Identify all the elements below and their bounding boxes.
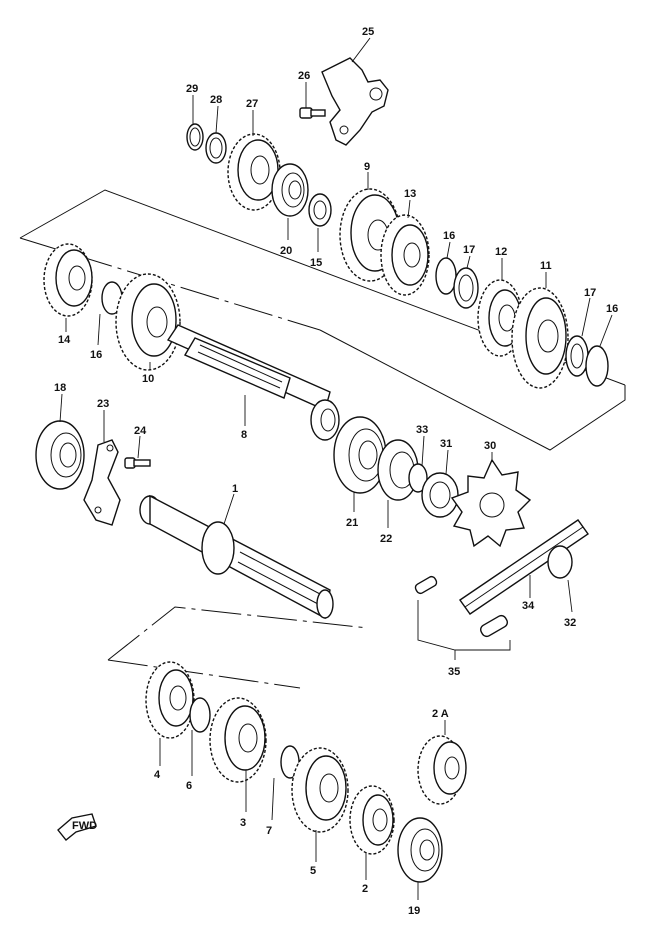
part-27-gear (227, 133, 281, 211)
part-34-drive-chain (459, 519, 589, 615)
part-25-bracket-plate (321, 57, 389, 146)
callout-32: 32 (564, 617, 576, 629)
callout-16-upper: 16 (443, 230, 455, 242)
callout-33: 33 (416, 424, 428, 436)
part-2-gear (349, 785, 395, 855)
callout-27: 27 (246, 98, 258, 110)
part-16-circlip-upper (435, 257, 457, 295)
part-20-bearing (271, 163, 309, 217)
callout-29: 29 (186, 83, 198, 95)
part-13-gear (380, 214, 430, 296)
callout-6: 6 (186, 780, 192, 792)
callout-labels: 29 28 27 26 25 9 13 20 15 16 17 12 11 17… (54, 26, 618, 917)
part-30-drive-sprocket (450, 458, 532, 548)
callout-28: 28 (210, 94, 222, 106)
callout-26: 26 (298, 70, 310, 82)
callout-34: 34 (522, 600, 535, 612)
part-21-bearing (333, 416, 387, 494)
callout-12: 12 (495, 246, 507, 258)
part-10-gear (115, 273, 181, 371)
part-17-washer-upper (453, 267, 479, 309)
part-8-countershaft (166, 324, 340, 441)
callout-23: 23 (97, 398, 109, 410)
callout-3: 3 (240, 817, 246, 829)
callout-9: 9 (364, 161, 370, 173)
callout-11: 11 (540, 260, 552, 272)
part-26-bolt (299, 107, 326, 119)
callout-31: 31 (440, 438, 452, 450)
callout-17-right: 17 (584, 287, 596, 299)
callout-16-left: 16 (90, 349, 102, 361)
callout-15: 15 (310, 257, 322, 269)
part-28-washer (205, 132, 227, 164)
part-3-gear (209, 697, 267, 783)
chain-group-bracket (417, 600, 511, 660)
front-direction-arrow-icon: FWD (57, 813, 97, 841)
callout-14: 14 (58, 334, 71, 346)
callout-18: 18 (54, 382, 66, 394)
countershaft-group-frame (19, 189, 626, 451)
callout-1: 1 (232, 483, 238, 495)
callout-10: 10 (142, 373, 154, 385)
part-11-gear (511, 287, 569, 389)
callout-7: 7 (266, 825, 272, 837)
callout-30: 30 (484, 440, 496, 452)
mainshaft-group-frame (107, 606, 369, 689)
callout-8: 8 (241, 429, 247, 441)
part-14-gear (43, 243, 93, 317)
part-2a-gear (417, 735, 467, 805)
front-arrow-label: FWD (72, 820, 97, 832)
part-31-spacer (421, 472, 459, 518)
part-15-washer (308, 193, 332, 227)
part-17-washer-right (565, 335, 589, 377)
callout-25: 25 (362, 26, 374, 38)
part-6-washer (189, 697, 211, 733)
callout-24: 24 (134, 425, 147, 437)
callout-22: 22 (380, 533, 392, 545)
callout-21: 21 (346, 517, 358, 529)
callout-4: 4 (154, 769, 161, 781)
leader-lines (59, 37, 613, 900)
part-5-gear (291, 747, 349, 833)
part-29-circlip (186, 123, 204, 151)
callout-35: 35 (448, 666, 460, 678)
part-7-circlip (280, 745, 300, 779)
part-16-circlip-right (585, 345, 609, 387)
part-24-screw (124, 457, 151, 469)
callout-17-upper: 17 (463, 244, 475, 256)
part-35-master-link (414, 575, 508, 638)
callout-2: 2 (362, 883, 368, 895)
part-1-mainshaft (139, 494, 334, 620)
callout-5: 5 (310, 865, 316, 877)
part-19-bearing (397, 817, 443, 883)
part-32-clip (547, 545, 573, 579)
callout-13: 13 (404, 188, 416, 200)
callout-20: 20 (280, 245, 292, 257)
part-18-bearing (35, 420, 85, 490)
part-23-retainer-plate (83, 439, 121, 526)
callout-16-right: 16 (606, 303, 618, 315)
callout-2a: 2 A (432, 708, 449, 720)
part-33-o-ring (408, 463, 428, 493)
callout-19: 19 (408, 905, 420, 917)
part-4-gear (145, 661, 195, 739)
